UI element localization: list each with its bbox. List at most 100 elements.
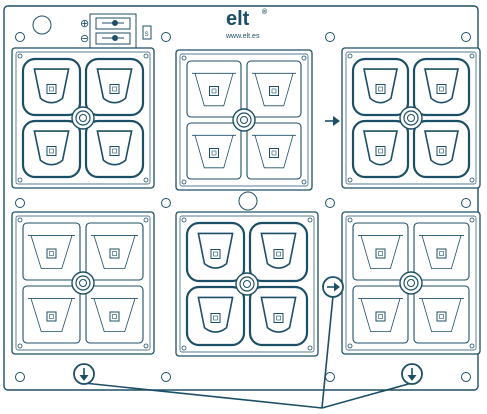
brand-logo: elt [226,8,250,30]
module-screw [17,53,23,59]
led-lens [22,285,81,344]
led-chip [46,84,57,94]
module-screw [181,179,187,185]
module-screw [181,55,187,61]
website-text: www.elt.es [225,33,260,40]
led-lens [412,119,471,179]
led-chip [375,146,386,156]
led-chip [46,146,57,156]
led-chip [46,311,57,322]
led-lens [21,119,82,179]
large-mounting-hole [32,15,52,35]
module-screw [469,343,475,349]
module-inner-frame [179,215,315,353]
led-chip [273,249,284,259]
led-module-top-center [175,49,313,191]
module-center-screw [399,271,423,295]
led-chip [210,313,221,323]
led-module-bottom-center [175,211,319,357]
module-screw [301,179,307,185]
led-lens [413,285,470,344]
led-chip [436,311,447,322]
led-chip [436,84,447,94]
led-chip [273,313,284,323]
led-lens [185,285,246,347]
led-chip [375,84,386,94]
led-lens [186,122,242,180]
mounting-hole [461,198,471,208]
module-center-screw [71,106,95,130]
module-inner-frame [345,215,477,351]
led-lens [22,222,81,281]
led-lens [352,222,409,281]
module-screw [347,177,353,183]
module-screw [143,343,149,349]
led-lens [352,285,409,344]
arrow-down-icon [407,375,417,381]
led-lens [248,221,309,283]
led-module-bottom-left [11,211,155,355]
callout-right-center [322,276,344,298]
terminal-housing [89,13,137,49]
led-chip [109,248,120,259]
arrow-right-icon [334,282,340,292]
led-lens [185,221,246,283]
led-lens [351,57,410,117]
module-screw [307,217,313,223]
module-center-screw [235,272,259,296]
led-chip [269,86,279,96]
module-screw [181,217,187,223]
large-mounting-hole [238,191,258,211]
module-center-screw [399,106,423,130]
callout-leader-lines [83,295,413,409]
module-screw [469,53,475,59]
module-screw [143,217,149,223]
mounting-hole [461,32,471,42]
led-chip [436,248,447,259]
led-lens [412,57,471,117]
module-screw [469,177,475,183]
led-lens [413,222,470,281]
led-chip [109,84,120,94]
minus-sign: ⊖ [80,33,89,45]
brand-trademark: ® [262,8,268,16]
side-label: S [145,32,149,38]
module-inner-frame [345,51,477,185]
led-lens [85,222,144,281]
module-screw [181,345,187,351]
module-center-screw [232,108,256,132]
mounting-hole [161,372,171,382]
led-module-bottom-right [341,211,481,355]
mounting-hole [325,32,335,42]
led-lens [246,122,302,180]
led-chip [269,148,279,158]
mounting-hole [15,32,25,42]
arrow-down-icon [79,375,89,381]
led-module-top-right [341,47,481,189]
callout-down-right [401,363,423,385]
module-screw [17,343,23,349]
led-chip [209,148,219,158]
terminal-slot [95,17,131,30]
led-chip [375,248,386,259]
module-screw [347,343,353,349]
terminal-slot [95,32,131,45]
led-chip [436,146,447,156]
module-screw [17,177,23,183]
led-module-top-left [11,47,155,189]
led-lens [248,285,309,347]
mounting-hole [15,372,25,382]
mounting-hole [325,198,335,208]
module-center-screw [71,271,95,295]
led-chip [109,146,120,156]
module-inner-frame [179,53,309,187]
module-screw [17,217,23,223]
plus-sign: ⊕ [80,18,89,30]
led-chip [375,311,386,322]
led-lens [21,57,82,117]
mounting-hole [161,198,171,208]
led-lens [84,119,145,179]
led-chip [209,86,219,96]
mounting-hole [161,32,171,42]
